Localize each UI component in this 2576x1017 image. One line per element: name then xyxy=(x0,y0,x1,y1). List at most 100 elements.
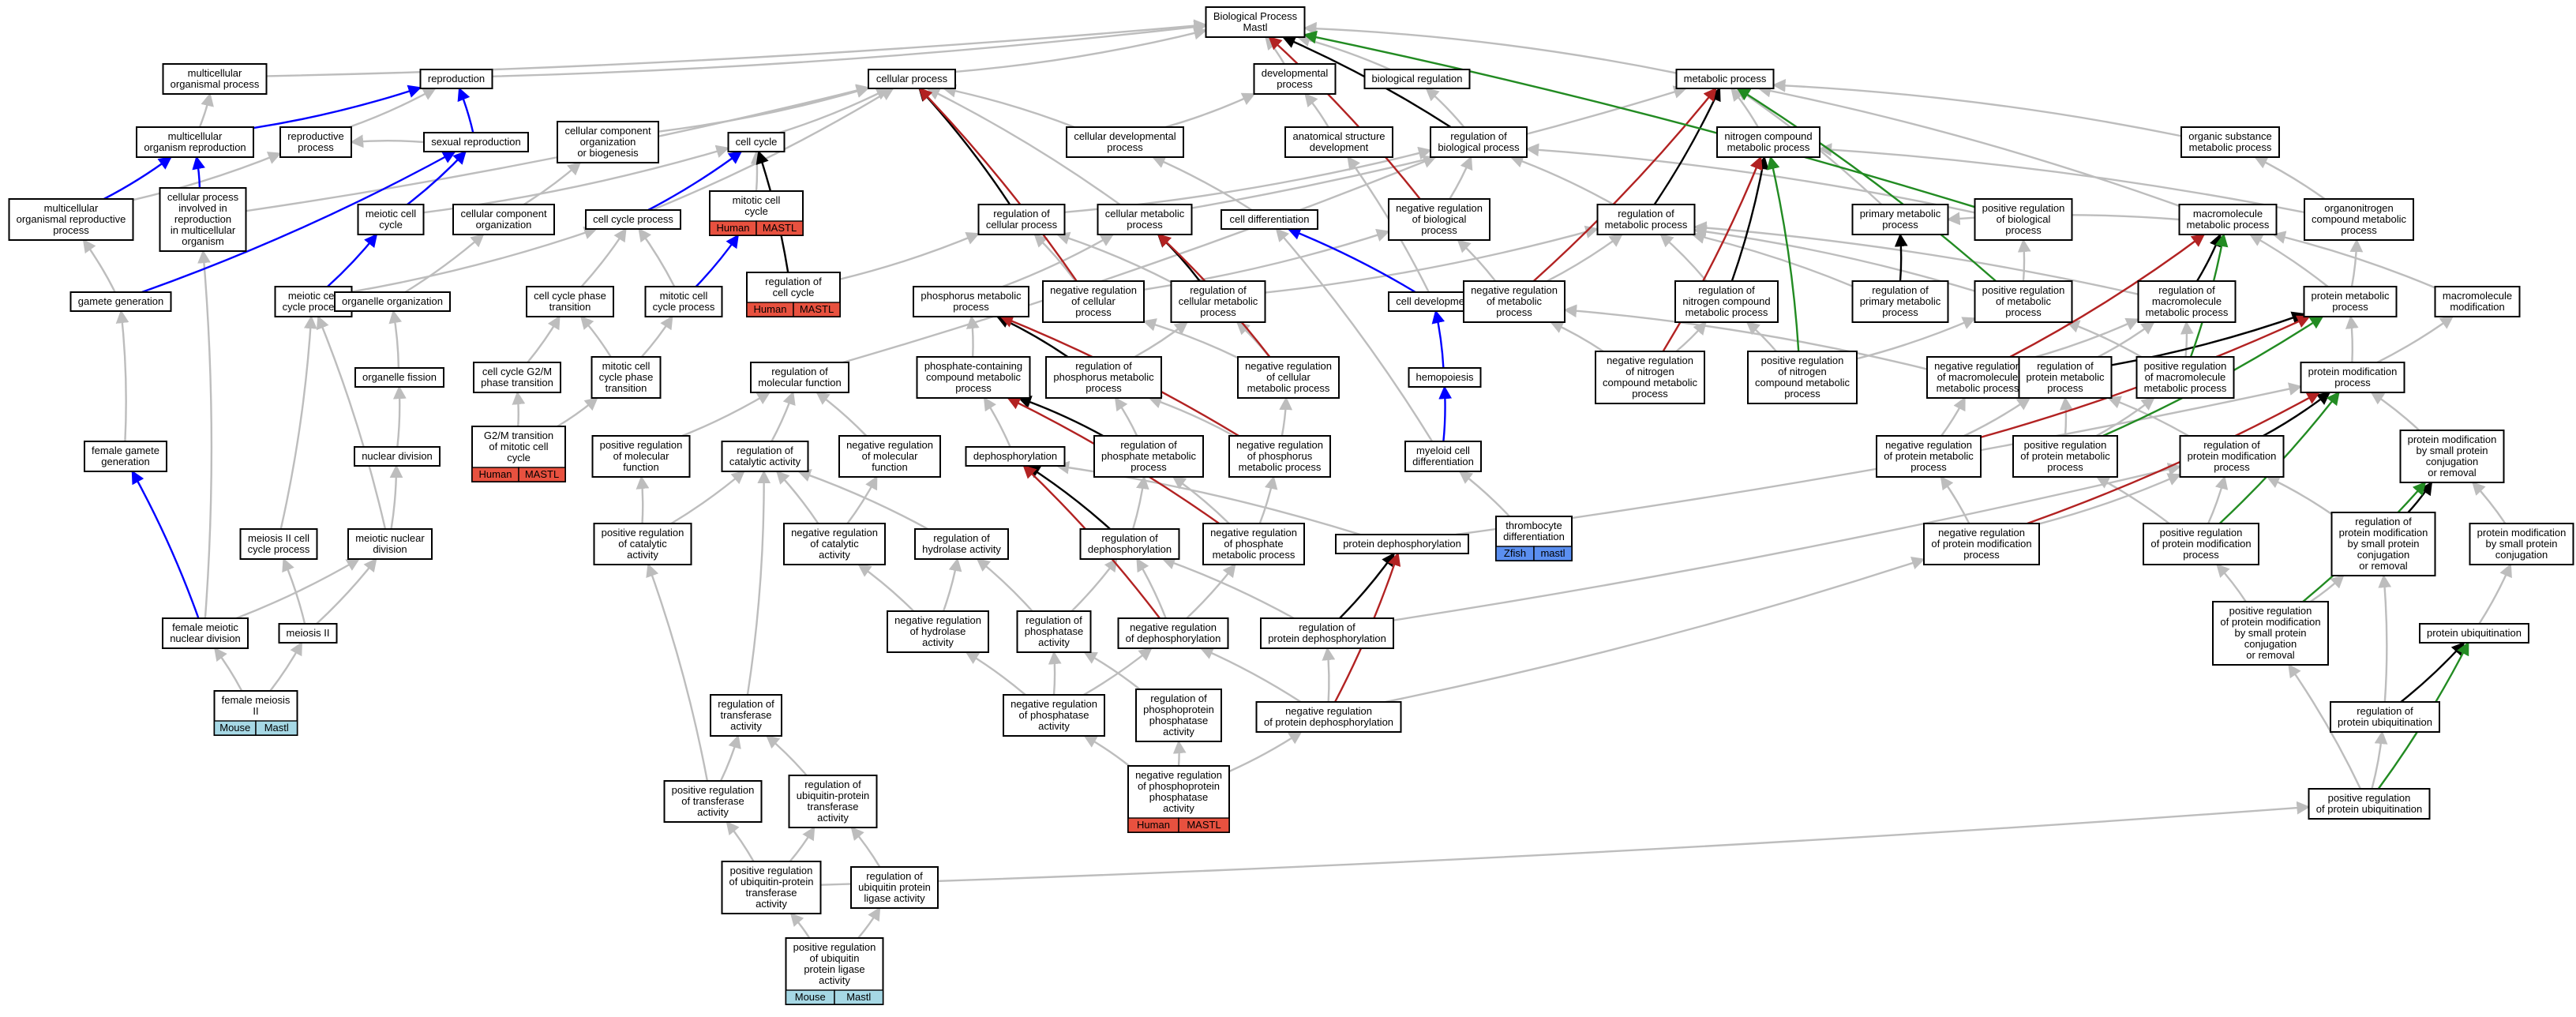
node-rep[interactable]: reproduction xyxy=(419,69,493,89)
node-nd[interactable]: nuclear division xyxy=(354,446,441,467)
node-dephos[interactable]: dephosphorylation xyxy=(965,446,1066,467)
node-cc[interactable]: cell cycle xyxy=(727,132,786,152)
node-rupta[interactable]: regulation ofubiquitin-proteintransferas… xyxy=(788,775,878,828)
node-met[interactable]: metabolic process xyxy=(1675,69,1775,89)
node-cp[interactable]: cellular process xyxy=(868,69,956,89)
node-breg[interactable]: biological regulation xyxy=(1363,69,1471,89)
node-m2[interactable]: meiosis II xyxy=(278,623,338,644)
node-pdephos[interactable]: protein dephosphorylation xyxy=(1335,534,1469,554)
node-cdiff[interactable]: cell differentiation xyxy=(1221,209,1318,230)
node-oo[interactable]: organelle organization xyxy=(334,291,451,312)
node-sr[interactable]: sexual reproduction xyxy=(423,132,529,152)
node-ccp[interactable]: cell cycle process xyxy=(585,209,681,230)
node-of[interactable]: organelle fission xyxy=(354,367,444,388)
node-hemo[interactable]: hemopoiesis xyxy=(1408,367,1482,388)
node-pubiq[interactable]: protein ubiquitination xyxy=(2419,623,2529,644)
